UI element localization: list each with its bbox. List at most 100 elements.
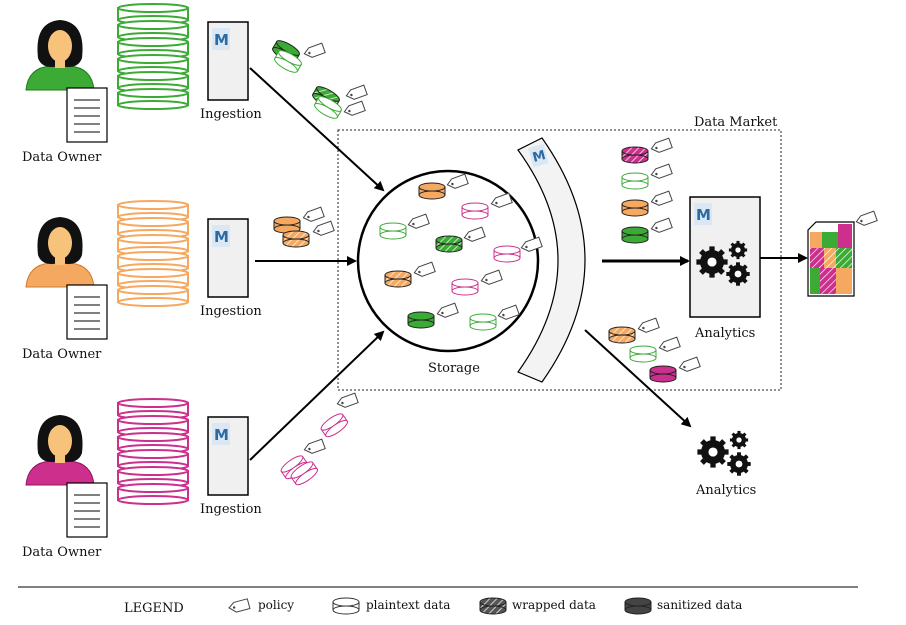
policy-tag-icon (446, 173, 469, 189)
policy-tag-icon (480, 269, 503, 285)
policy-tag-icon (650, 217, 673, 233)
owner-database-icon (117, 398, 189, 505)
data-owner-label: Data Owner (22, 347, 102, 362)
storage-disk-green-wrapped (435, 235, 463, 253)
market-disk-green-plain (621, 172, 649, 190)
analytics-outside-label: Analytics (695, 483, 756, 498)
policy-tag-icon (520, 236, 543, 252)
ingestion-logo-icon: M (212, 423, 230, 445)
owner-document-icon (66, 87, 108, 143)
arrow-to-external-analytics (584, 329, 692, 428)
analytics-inside-gear-large (696, 246, 728, 278)
data-owner-avatar (25, 20, 95, 91)
storage-disk-pink-3 (451, 278, 479, 296)
policy-tag-icon (658, 336, 681, 352)
policy-tag-icon (343, 100, 366, 116)
owner-row-3: Data Owner M Ingestion (22, 398, 262, 560)
policy-tag-icon (497, 304, 520, 320)
analytics-outside-gear-small-top (729, 430, 749, 450)
policy-tag-icon (312, 220, 335, 236)
legend-policy-label: policy (258, 598, 294, 612)
policy-tag-icon (678, 356, 701, 372)
disk-transit-pink-3 (290, 461, 318, 486)
market-disk-green-sanitized (621, 226, 649, 244)
data-owner-label: Data Owner (22, 150, 102, 165)
policy-tag-icon (436, 302, 459, 318)
legend-wrapped-disk (479, 597, 507, 615)
ingestion-box: M (207, 416, 249, 496)
disk-transit-orange-wrapped (282, 230, 310, 248)
policy-tag-icon (463, 226, 486, 242)
policy-tag-icon (637, 317, 660, 333)
policy-tag-icon (336, 392, 359, 408)
storage-label: Storage (428, 361, 480, 376)
disk-transit-pink-1 (320, 413, 348, 438)
storage-disk-green-sanitized (407, 311, 435, 329)
policy-tag-icon (345, 84, 368, 100)
arrow-ingest-1-to-storage (249, 67, 385, 192)
analytics-inside-gear-small-bottom (726, 262, 750, 286)
ingestion-box: M (207, 21, 249, 101)
ingestion-logo-icon: M (212, 225, 230, 247)
svg-text:M: M (214, 31, 229, 49)
analytics-inside-label: Analytics (694, 326, 755, 341)
legend-title: LEGEND (124, 601, 184, 616)
policy-tag-icon (490, 192, 513, 208)
svg-text:M: M (214, 426, 229, 444)
ingestion-label: Ingestion (200, 502, 262, 517)
policy-tag-icon (650, 190, 673, 206)
owner-row-2: Data Owner M Ingestion (22, 200, 262, 362)
external-disk-green-plain (629, 345, 657, 363)
report-document-icon (807, 221, 855, 297)
owner-document-icon (66, 482, 108, 538)
owner-document-icon (66, 284, 108, 340)
policy-tag-icon (303, 438, 326, 454)
ingestion-box: M (207, 218, 249, 298)
owner-database-icon (117, 200, 189, 307)
policy-tag-icon (407, 213, 430, 229)
sanitizer-logo-icon: M (528, 143, 549, 168)
ingestion-logo-icon: M (212, 28, 230, 50)
legend-wrapped-icon (479, 597, 507, 615)
svg-text:M: M (531, 148, 547, 166)
data-market-label: Data Market (694, 115, 778, 130)
storage-disk-orange-wrapped (384, 270, 412, 288)
legend-plain-disk (332, 597, 360, 615)
external-disk-orange-wrapped (608, 326, 636, 344)
policy-tag-icon (302, 206, 325, 222)
sanitizer-arc (517, 137, 586, 383)
storage-circle (356, 169, 540, 353)
analytics-outside-gear-small-bottom (727, 452, 751, 476)
gears-icon (696, 240, 750, 286)
legend-policy-icon (228, 598, 251, 613)
disk-transit-green-plain-3 (314, 96, 342, 119)
legend-plaintext-label: plaintext data (366, 598, 450, 612)
ingestion-label: Ingestion (200, 107, 262, 122)
legend-sanitized-disk (624, 597, 652, 615)
arrow-ingest-3-to-storage (249, 330, 385, 461)
policy-tag-icon (303, 42, 326, 58)
policy-tag-icon (413, 261, 436, 277)
data-owner-avatar (25, 415, 95, 486)
data-owner-label: Data Owner (22, 545, 102, 560)
storage-disk-orange (418, 182, 446, 200)
analytics-outside-gear-large (697, 436, 729, 468)
storage-disk-green-plain (469, 313, 497, 331)
legend-plaintext-icon (332, 597, 360, 615)
analytics-inside-gear-small-top (728, 240, 748, 260)
market-disk-orange-sanitized (621, 199, 649, 217)
owner-row-1: Data Owner M Ingestion (22, 3, 262, 165)
legend-wrapped-label: wrapped data (512, 598, 596, 612)
owner-database-icon (117, 3, 189, 110)
report-policy-tag-icon (855, 210, 878, 226)
storage-disk-green (379, 222, 407, 240)
legend-policy-tag (228, 598, 251, 613)
external-disk-pink-sanitized (649, 365, 677, 383)
svg-text:M: M (696, 206, 711, 224)
storage-disk-pink (461, 202, 489, 220)
market-disk-pink-wrapped (621, 146, 649, 164)
policy-tag-icon (650, 163, 673, 179)
ingestion-label: Ingestion (200, 304, 262, 319)
legend-sanitized-icon (624, 597, 652, 615)
